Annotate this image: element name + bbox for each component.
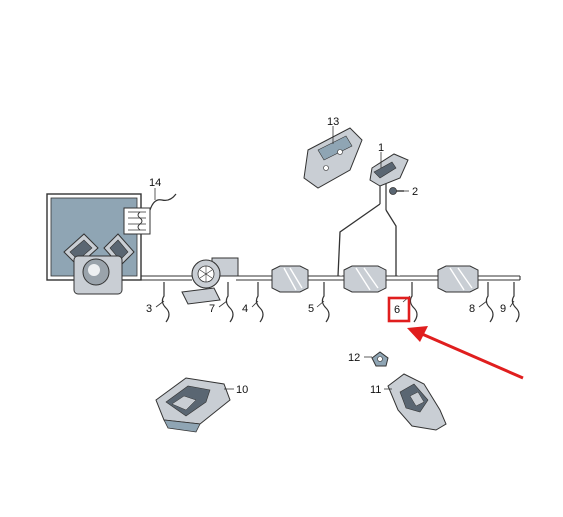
part-label-2: 2 [412, 186, 418, 198]
bracket-11 [387, 373, 447, 431]
part-label-1: 1 [378, 142, 384, 154]
part-label-3: 3 [146, 303, 152, 315]
part-label-7: 7 [209, 303, 215, 315]
turbocharger [181, 257, 239, 305]
highlight-arrow-shaft [421, 332, 524, 380]
catalytic-converter-2 [437, 265, 479, 293]
engine-illustration [46, 193, 151, 295]
exhaust-pipe [141, 275, 521, 281]
part-label-12: 12 [348, 352, 360, 364]
part-label-11: 11 [370, 384, 381, 396]
nut-12 [371, 351, 389, 367]
highlight-annotation [387, 296, 524, 380]
leader-lines [154, 126, 515, 390]
bracket-10 [155, 377, 231, 433]
part-label-6: 6 [394, 304, 400, 316]
part-label-5: 5 [308, 303, 314, 315]
part-label-10: 10 [236, 384, 248, 396]
part-number-labels: 13 1 2 14 3 7 4 5 6 8 9 10 11 12 [146, 116, 506, 396]
catalytic-converter-1 [271, 265, 309, 293]
part-label-9: 9 [500, 303, 506, 315]
particulate-filter [343, 265, 387, 293]
part-label-4: 4 [242, 303, 248, 315]
highlight-arrow-head [407, 326, 428, 342]
pressure-sensor-assembly [337, 153, 409, 277]
part-label-13: 13 [327, 116, 339, 128]
bracket-13 [303, 127, 363, 189]
part-label-14: 14 [149, 177, 161, 189]
part-label-8: 8 [469, 303, 475, 315]
highlight-box [387, 296, 411, 323]
temperature-sensors [161, 282, 520, 323]
sensor-14 [149, 193, 177, 211]
